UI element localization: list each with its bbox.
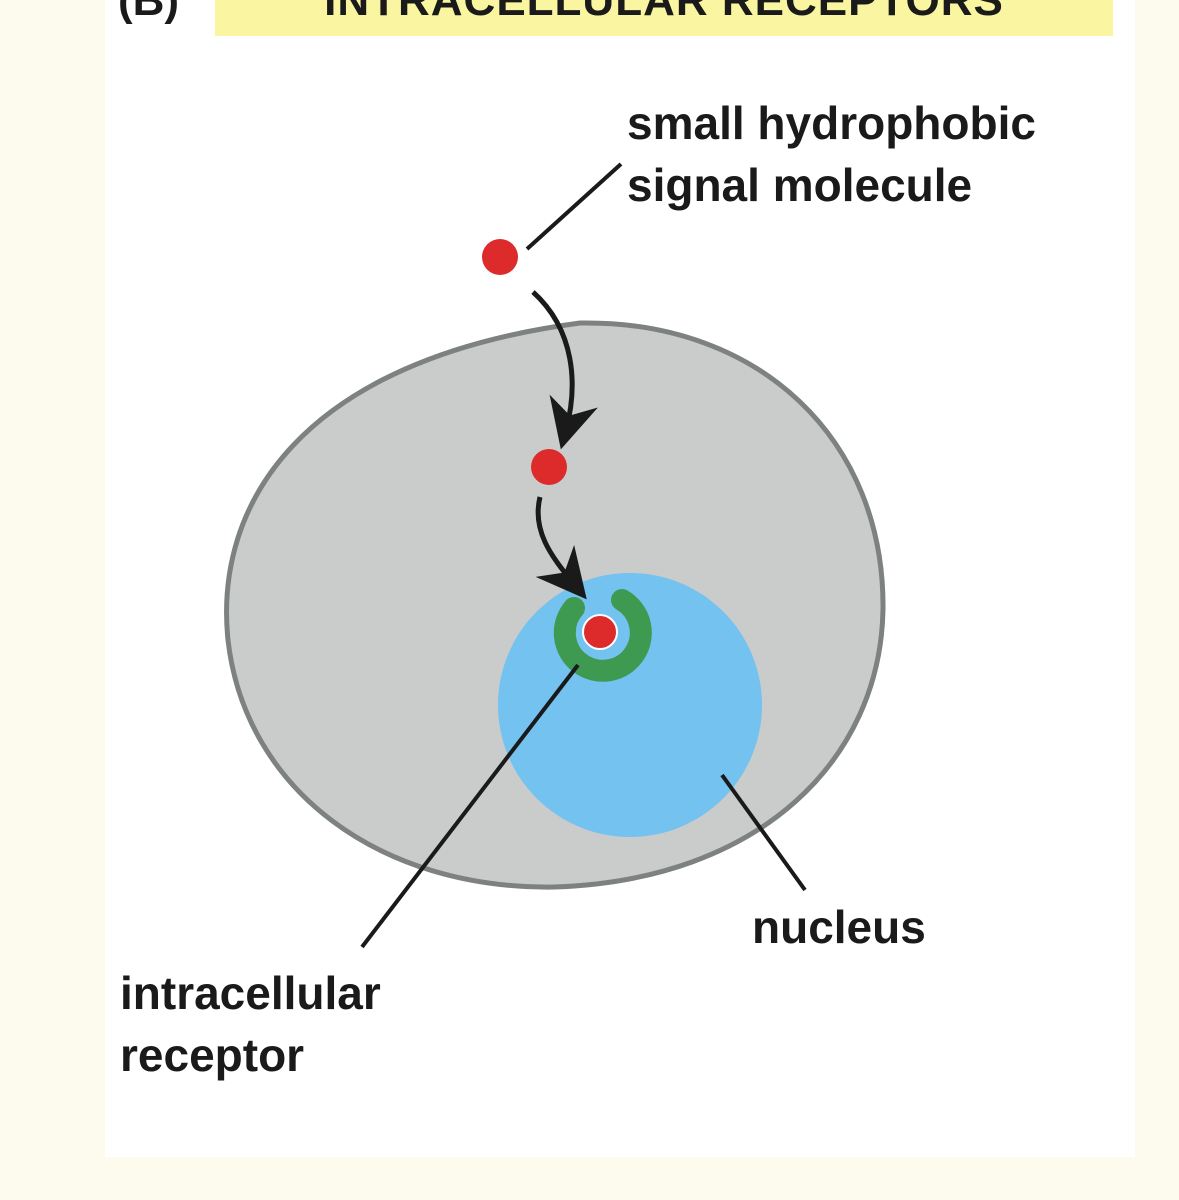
signal-molecule-cytoplasm xyxy=(531,449,567,485)
binding-arrow xyxy=(535,496,587,600)
signal-molecule-outside xyxy=(482,239,518,275)
signal-molecule-label-line-2: signal molecule xyxy=(627,159,973,211)
panel-letter: (B) xyxy=(118,0,180,25)
signal-molecule-label-line-1: small hydrophobic xyxy=(627,97,1036,149)
receptor-label-line-1: intracellular xyxy=(120,967,381,1019)
title-bar: INTRACELLULAR RECEPTORS xyxy=(215,0,1113,36)
receptor-label-line-2: receptor xyxy=(120,1029,305,1081)
signal-molecule-label: small hydrophobic signal molecule xyxy=(627,92,1036,216)
signal-molecule-bound xyxy=(582,614,618,650)
signal-molecule-leader xyxy=(525,162,623,251)
entry-arrow xyxy=(531,290,598,450)
nucleus-label: nucleus xyxy=(752,896,926,958)
nucleus-leader xyxy=(720,773,807,892)
panel-title: INTRACELLULAR RECEPTORS xyxy=(324,0,1004,25)
intracellular-receptor-shape xyxy=(553,589,652,682)
nucleus-label-text: nucleus xyxy=(752,901,926,953)
receptor-leader xyxy=(360,663,580,949)
receptor-label: intracellular receptor xyxy=(120,962,381,1086)
